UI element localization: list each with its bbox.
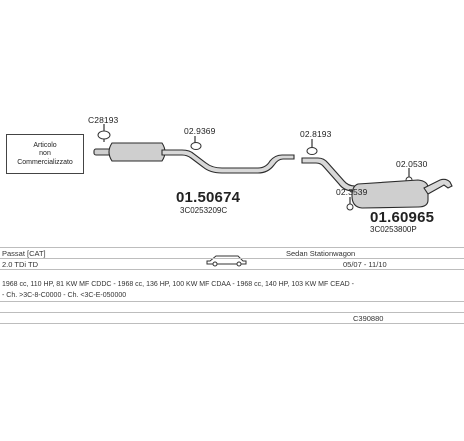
front-silencer-oem: 3C0253209C (180, 206, 228, 215)
table-rule-3 (0, 301, 464, 302)
clamp-left-icon (97, 130, 111, 140)
chassis-range-cell: - Ch. >3C-8-C0000 - Ch. <3C-E-050000 (2, 292, 127, 299)
engine-specs-cell: 1968 cc, 110 HP, 81 KW MF CDDC - 1968 cc… (2, 281, 354, 288)
date-range-cell: 05/07 - 11/10 (343, 260, 387, 269)
hanger-bottom-icon (346, 203, 354, 211)
rear-silencer-drawing (301, 157, 453, 209)
reference-code-cell: C390880 (353, 314, 384, 323)
part-code-hanger-right[interactable]: 02.0530 (396, 159, 428, 169)
part-code-clamp-right[interactable]: 02.8193 (300, 129, 332, 139)
sticker-line-1: Articolo (33, 142, 57, 149)
table-rule-2 (0, 269, 464, 270)
rear-silencer-number[interactable]: 01.60965 (370, 209, 435, 226)
rear-silencer-oem: 3C0253800P (370, 225, 417, 234)
model-cell: Passat [CAT] (2, 249, 46, 258)
engine-cell: 2.0 TDi TD (2, 260, 38, 269)
front-silencer-drawing (93, 142, 295, 174)
not-sold-sticker: Articolo non Commercializzato (6, 134, 84, 174)
part-code-clamp-mid[interactable]: 02.9369 (184, 126, 216, 136)
front-silencer-number[interactable]: 01.50674 (176, 189, 241, 206)
table-top-rule (0, 247, 464, 248)
clamp-right-icon (306, 147, 318, 155)
body-type-cell: Sedan Stationwagon (286, 249, 356, 258)
car-body-icon (206, 255, 247, 267)
part-code-clamp-left[interactable]: C28193 (88, 115, 119, 125)
sticker-line-3: Commercializzato (17, 159, 73, 166)
clamp-mid-icon (190, 142, 202, 150)
table-rule-5 (0, 323, 464, 324)
sticker-line-2: non (39, 150, 51, 157)
table-rule-1 (0, 258, 464, 259)
table-rule-4 (0, 312, 464, 313)
part-code-hanger-bottom[interactable]: 02.3539 (336, 187, 368, 197)
